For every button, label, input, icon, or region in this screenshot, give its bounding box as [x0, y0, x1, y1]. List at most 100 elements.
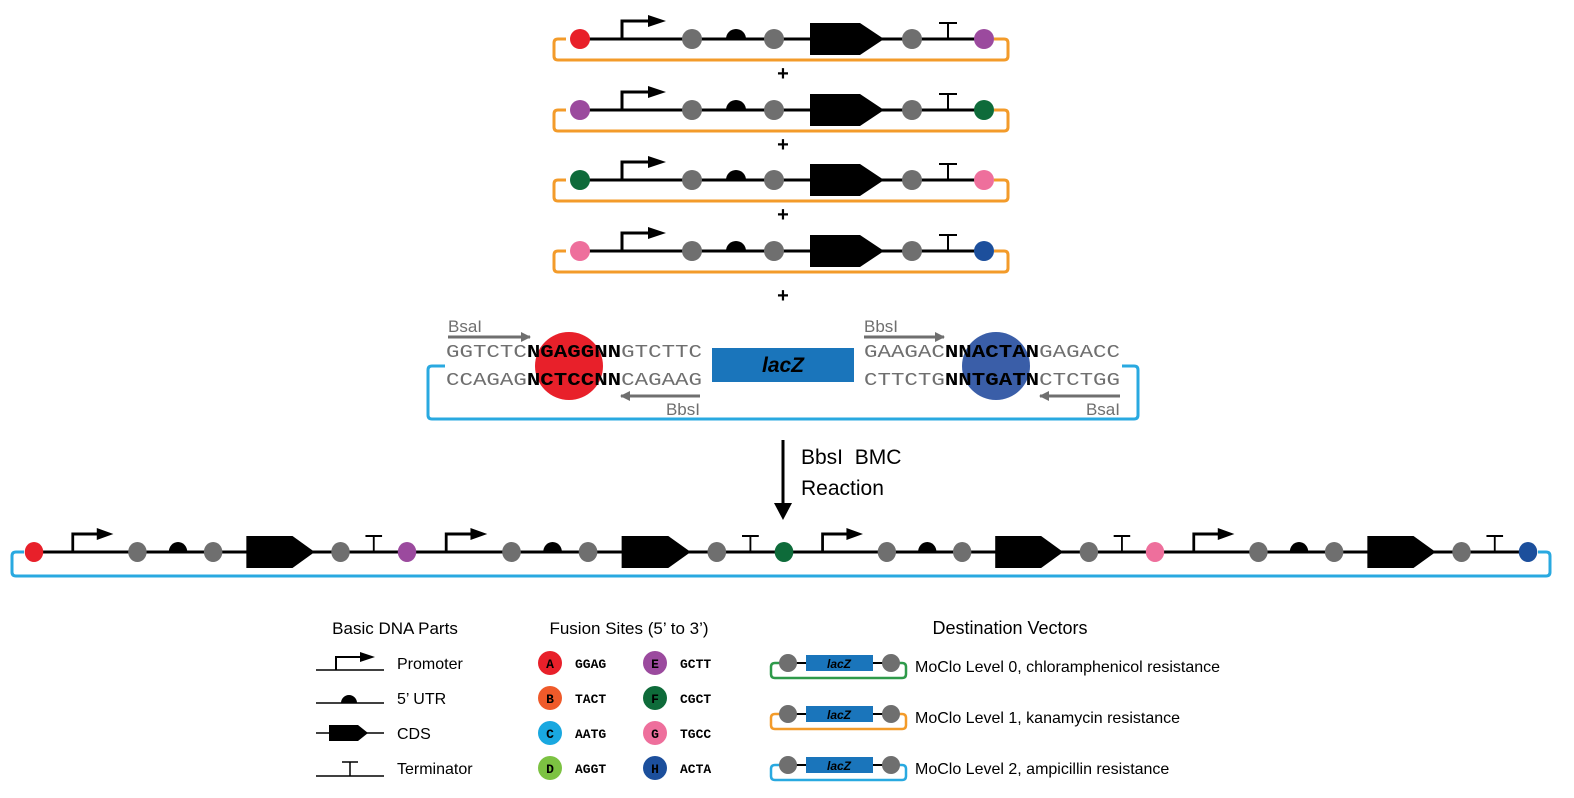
- fusion-site-a-icon: [538, 651, 562, 675]
- reaction-arrowhead: [774, 503, 792, 520]
- plus-sign-2: +: [777, 134, 789, 156]
- transcription-unit-1: [24, 528, 417, 568]
- vector-site-right: [882, 756, 900, 774]
- fusion-site-sequence: AATG: [575, 727, 606, 742]
- fusion-site-dot: [570, 100, 590, 120]
- scar-dot: [682, 29, 702, 49]
- cds-glyph: [810, 23, 884, 55]
- utr-glyph: [316, 695, 384, 704]
- vector-site-left: [779, 705, 797, 723]
- fusion-site-letter: G: [651, 727, 659, 742]
- scar-dot: [1249, 542, 1268, 562]
- cds-glyph: [316, 725, 384, 741]
- plus-sign-1: +: [777, 63, 789, 85]
- bbsi-left-label: BbsI: [666, 400, 700, 419]
- promoter-glyph: [620, 19, 652, 39]
- scar-dot: [502, 542, 521, 562]
- vector-site-left: [779, 654, 797, 672]
- scar-dot: [877, 542, 897, 562]
- fusion-site-dot: [570, 29, 590, 49]
- scar-dot: [578, 542, 598, 562]
- lacz-label: lacZ: [827, 657, 852, 671]
- scar-dot: [682, 241, 702, 261]
- scar-dot: [707, 542, 727, 562]
- promoter-glyph: [620, 231, 652, 251]
- lacz-label: lacZ: [762, 354, 805, 377]
- reaction-step: BbsI BMC Reaction: [774, 440, 901, 520]
- fusion-site-dot: [1518, 542, 1538, 562]
- level1-cassettes: [552, 15, 1010, 274]
- fusion-site-g-icon: [643, 721, 667, 745]
- promoter-glyph: [444, 532, 475, 552]
- legend-basic-parts: Basic DNA Parts Promoter 5’ UTR CDS Term…: [316, 619, 473, 778]
- level1-cassette-1: [552, 15, 1010, 62]
- legend-cds-label: CDS: [397, 726, 431, 743]
- promoter-arrowhead: [1217, 528, 1235, 540]
- lacz-label: lacZ: [827, 759, 852, 773]
- reaction-label-line2: Reaction: [801, 477, 884, 500]
- fusion-site-c-icon: [538, 721, 562, 745]
- fusion-site-letter: C: [546, 727, 554, 742]
- utr-glyph: [726, 170, 746, 180]
- kanamycin-backbone: [552, 178, 1010, 203]
- fusion-site-dot: [570, 241, 590, 261]
- level1-cassette-2: [552, 86, 1010, 133]
- plus-sign-4: +: [777, 285, 789, 307]
- transcription-unit-2: [444, 528, 794, 568]
- fusion-site-b-icon: [538, 686, 562, 710]
- utr-glyph: [726, 29, 746, 39]
- kanamycin-backbone: [552, 249, 1010, 274]
- terminator-glyph: [316, 761, 384, 777]
- fusion-site-dot: [974, 29, 994, 49]
- fusion-site-a-circle: [535, 332, 603, 400]
- cds-glyph: [995, 536, 1064, 568]
- utr-glyph: [543, 542, 562, 552]
- fusion-site-letter: A: [546, 657, 554, 672]
- fusion-site-dot: [397, 542, 417, 562]
- fusion-site-sequence: CGCT: [680, 692, 711, 707]
- scar-dot: [764, 100, 784, 120]
- legend-parts-title: Basic DNA Parts: [332, 619, 458, 638]
- bbsi-right-label: BbsI: [864, 317, 898, 336]
- cds-glyph: [810, 235, 884, 267]
- fusion-site-letter: H: [651, 762, 659, 777]
- destination-vector-2: lacZ MoClo Level 2, ampicillin resistance: [769, 756, 1169, 782]
- transcription-unit-3: [821, 528, 1165, 568]
- scar-dot: [902, 29, 922, 49]
- vector-backbone: [769, 661, 908, 680]
- scar-dot: [331, 542, 350, 562]
- level1-cassette-3: [552, 156, 1010, 203]
- scar-dot: [902, 170, 922, 190]
- scar-dot: [128, 542, 147, 562]
- promoter-arrowhead: [96, 528, 114, 540]
- legend-fusion-title: Fusion Sites (5’ to 3’): [549, 619, 708, 638]
- vector-label: MoClo Level 2, ampicillin resistance: [915, 761, 1169, 778]
- lacz-box: [806, 706, 873, 722]
- fusion-site-sequence: TGCC: [680, 727, 711, 742]
- kanamycin-backbone: [552, 37, 1010, 62]
- scar-dot: [764, 29, 784, 49]
- promoter-arrowhead: [648, 156, 666, 168]
- utr-glyph: [726, 100, 746, 110]
- fusion-site-dot: [974, 241, 994, 261]
- cds-glyph: [246, 536, 315, 568]
- utr-glyph: [168, 542, 188, 552]
- vector-backbone: [769, 763, 908, 782]
- fusion-site-g: G TGCC: [643, 721, 711, 745]
- fusion-site-d-icon: [538, 756, 562, 780]
- fusion-site-e-icon: [643, 651, 667, 675]
- fusion-site-c: C AATG: [538, 721, 606, 745]
- fusion-site-h: H ACTA: [643, 756, 711, 780]
- acceptor-backbone: [426, 364, 1140, 421]
- fusion-site-sequence: ACTA: [680, 762, 711, 777]
- scar-dot: [203, 542, 223, 562]
- fusion-site-sequence: GGAG: [575, 657, 606, 672]
